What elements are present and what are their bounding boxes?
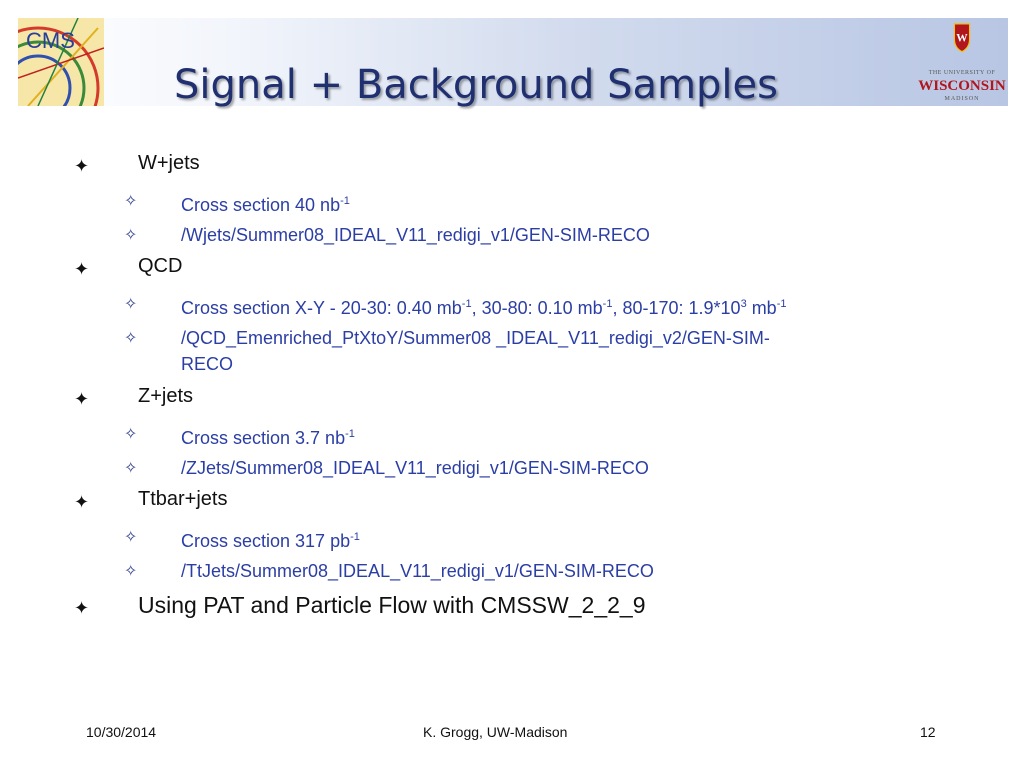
- sub-bullet-icon: ✧: [124, 426, 138, 443]
- bullet-star-icon: ✦: [74, 492, 90, 512]
- qcd-dataset-line1: /QCD_Emenriched_PtXtoY/Summer08 _IDEAL_V…: [181, 328, 770, 348]
- zjets-dataset: /ZJets/Summer08_IDEAL_V11_redigi_v1/GEN-…: [181, 458, 649, 478]
- page-title: Signal + Background Samples: [174, 62, 778, 108]
- page-number: 12: [920, 724, 936, 740]
- uw-logo-line1: THE UNIVERSITY OF: [928, 70, 996, 76]
- wjets-dataset: /Wjets/Summer08_IDEAL_V11_redigi_v1/GEN-…: [181, 225, 650, 245]
- qcd-label: QCD: [138, 255, 183, 277]
- zjets-cross-section: Cross section 3.7 nb-1: [181, 428, 355, 448]
- uw-logo-line3: MADISON: [944, 96, 980, 102]
- ttbar-cross-section: Cross section 317 pb-1: [181, 531, 360, 551]
- sub-bullet-icon: ✧: [124, 296, 138, 313]
- qcd-dataset-line2: RECO: [181, 354, 234, 374]
- svg-text:W: W: [956, 33, 968, 45]
- using-pat-line: Using PAT and Particle Flow with CMSSW_2…: [138, 592, 646, 618]
- wjets-label: W+jets: [138, 152, 200, 174]
- wjets-cross-section: Cross section 40 nb-1: [181, 195, 350, 215]
- qcd-cross-section: Cross section X-Y - 20-30: 0.40 mb-1, 30…: [181, 298, 787, 318]
- svg-text:CMS: CMS: [26, 28, 75, 53]
- bullet-star-icon: ✦: [74, 389, 90, 409]
- sub-bullet-icon: ✧: [124, 529, 138, 546]
- sub-bullet-icon: ✧: [124, 193, 138, 210]
- sub-bullet-icon: ✧: [124, 460, 138, 477]
- bullet-star-icon: ✦: [74, 156, 90, 176]
- ttbar-label: Ttbar+jets: [138, 488, 228, 510]
- sub-bullet-icon: ✧: [124, 227, 138, 244]
- sub-bullet-icon: ✧: [124, 563, 138, 580]
- ttbar-dataset: /TtJets/Summer08_IDEAL_V11_redigi_v1/GEN…: [181, 561, 654, 581]
- bullet-star-icon: ✦: [74, 598, 90, 618]
- sub-bullet-icon: ✧: [124, 330, 138, 347]
- uw-crest-icon: W: [953, 23, 971, 53]
- zjets-label: Z+jets: [138, 385, 194, 407]
- footer-author: K. Grogg, UW-Madison: [423, 724, 568, 740]
- cms-logo: CMS: [18, 18, 104, 106]
- uw-logo-line2: WISCONSIN: [918, 78, 1006, 94]
- footer-date: 10/30/2014: [86, 724, 157, 740]
- bullet-star-icon: ✦: [74, 259, 90, 279]
- title-banner: CMS Signal + Background Samples: [18, 18, 1008, 108]
